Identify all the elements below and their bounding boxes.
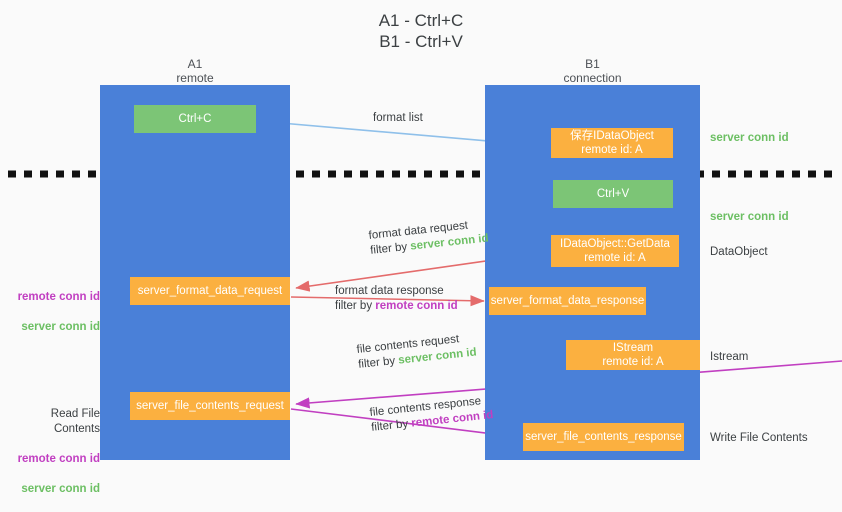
edge-label-format-data-response-title: format data response: [335, 285, 444, 297]
note-istream: Istream: [710, 351, 749, 363]
note-write-file-contents: Write File Contents: [710, 432, 808, 444]
diagram-canvas: A1 - Ctrl+C B1 - Ctrl+V A1 remote B1 con…: [8, 11, 842, 495]
edge-label-format-data-response: format data response filter by remote co…: [335, 284, 458, 314]
node-ctrl-c[interactable]: Ctrl+C: [134, 105, 256, 133]
node-save-idataobject[interactable]: 保存IDataObject remote id: A: [551, 128, 673, 158]
note-dataobject: DataObject: [710, 246, 768, 258]
filter-prefix: filter by: [370, 417, 412, 434]
page-title: A1 - Ctrl+C B1 - Ctrl+V: [378, 11, 464, 51]
note-remote-conn-id: remote conn id: [17, 291, 100, 303]
node-server-file-contents-request[interactable]: server_file_contents_request: [130, 392, 290, 420]
note-server-conn-id-top: server conn id: [710, 132, 789, 144]
filter-prefix: filter by: [369, 240, 411, 257]
arrow-format-data-response: [290, 295, 485, 307]
filter-prefix: filter by: [335, 300, 376, 312]
node-idataobject-getdata[interactable]: IDataObject::GetData remote id: A: [551, 235, 679, 267]
note-server-conn-id-mid: server conn id: [710, 211, 789, 223]
node-ctrl-v[interactable]: Ctrl+V: [553, 180, 673, 208]
filter-prefix: filter by: [357, 354, 399, 371]
filter-key-remote-conn-id: remote conn id: [375, 300, 458, 312]
lane-b-header: B1 connection: [563, 57, 622, 85]
note-server-conn-id: server conn id: [21, 321, 100, 333]
note-server-conn-id: server conn id: [21, 483, 100, 495]
node-istream[interactable]: IStream remote id: A: [566, 340, 700, 370]
note-read-file-contents: Read File Contents: [50, 408, 100, 435]
node-server-format-data-response[interactable]: server_format_data_response: [489, 287, 646, 315]
edge-label-format-list: format list: [373, 112, 423, 124]
note-read-file-contents-group: Read File Contents remote conn id server…: [4, 392, 100, 512]
lane-a-header: A1 remote: [176, 57, 214, 85]
node-server-format-data-request[interactable]: server_format_data_request: [130, 277, 290, 305]
arrow-file-contents-response: [290, 408, 519, 441]
node-server-file-contents-response[interactable]: server_file_contents_response: [523, 423, 684, 451]
note-remote-conn-id: remote conn id: [17, 453, 100, 465]
note-left-conn-ids: remote conn id server conn id: [8, 275, 100, 350]
edge-label-format-data-response-filter: filter by remote conn id: [335, 299, 458, 314]
